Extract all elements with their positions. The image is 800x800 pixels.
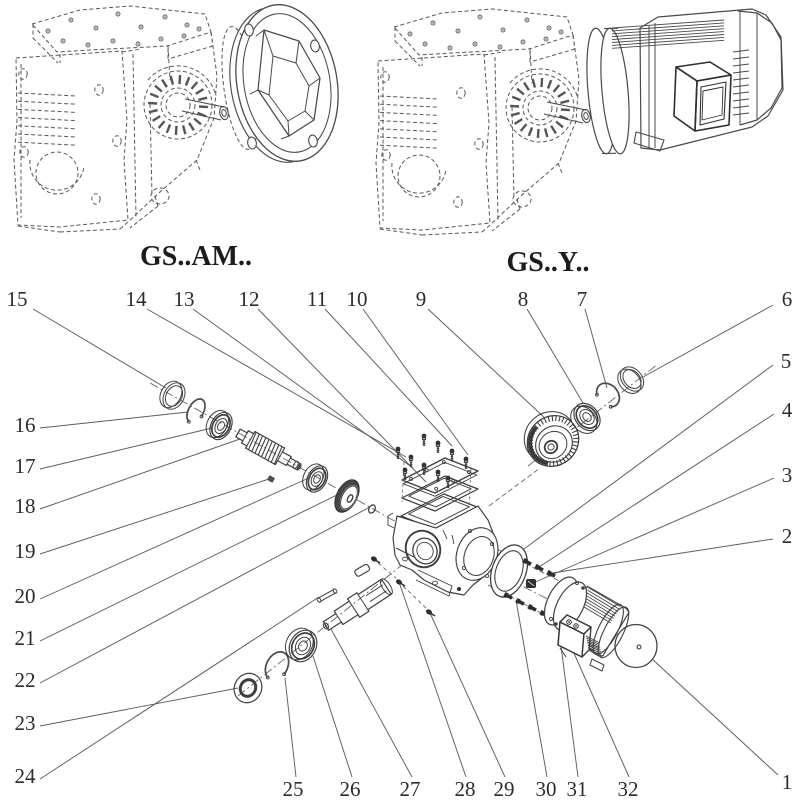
svg-text:GS..AM..: GS..AM.. [140,241,252,272]
svg-text:24: 24 [15,764,37,788]
svg-text:8: 8 [518,287,529,311]
svg-text:1: 1 [782,770,793,794]
svg-text:11: 11 [307,287,327,311]
svg-text:15: 15 [7,287,28,311]
svg-text:9: 9 [416,287,427,311]
svg-text:5: 5 [781,349,792,373]
svg-text:22: 22 [15,668,36,692]
svg-text:12: 12 [239,287,260,311]
svg-text:6: 6 [782,287,793,311]
svg-text:31: 31 [567,777,588,800]
svg-text:19: 19 [15,539,36,563]
svg-text:3: 3 [782,463,793,487]
svg-text:28: 28 [455,777,476,800]
svg-text:20: 20 [15,584,36,608]
svg-text:GS..Y..: GS..Y.. [506,247,589,278]
svg-text:30: 30 [536,777,557,800]
svg-text:23: 23 [15,711,36,735]
svg-text:2: 2 [782,524,793,548]
svg-text:21: 21 [15,626,36,650]
svg-text:29: 29 [494,777,515,800]
svg-text:27: 27 [400,777,421,800]
svg-text:18: 18 [15,494,36,518]
svg-text:25: 25 [283,777,304,800]
svg-text:10: 10 [347,287,368,311]
svg-text:16: 16 [15,413,36,437]
svg-text:32: 32 [618,777,639,800]
svg-text:14: 14 [126,287,148,311]
svg-text:26: 26 [340,777,361,800]
svg-text:13: 13 [174,287,195,311]
svg-text:7: 7 [577,287,588,311]
svg-text:17: 17 [15,454,36,478]
svg-text:4: 4 [782,398,793,422]
